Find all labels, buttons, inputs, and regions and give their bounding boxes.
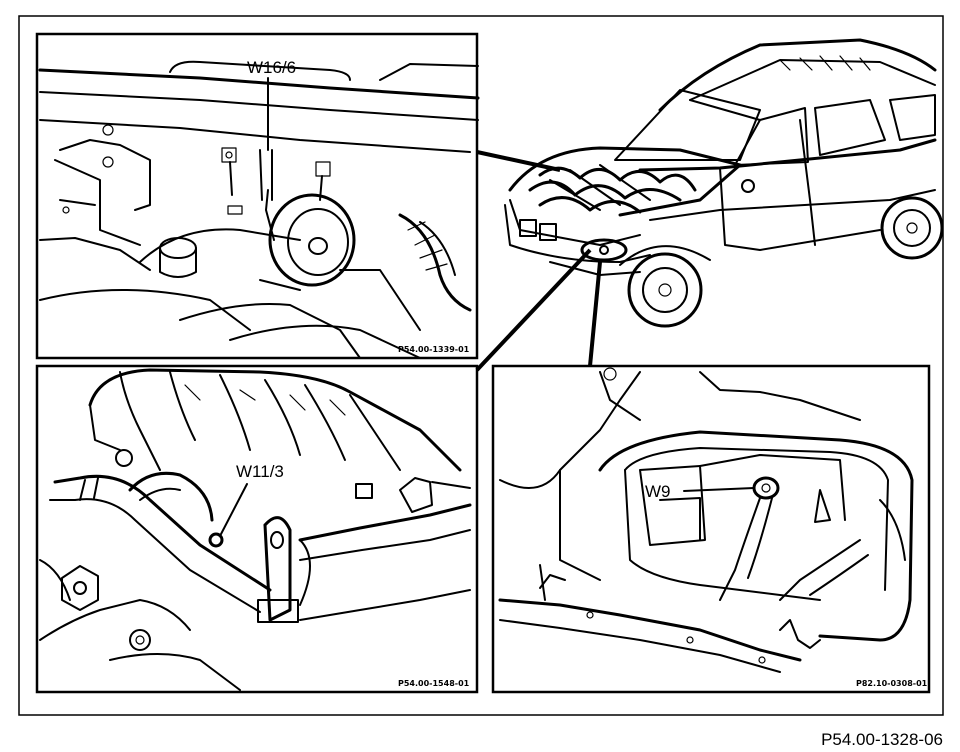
outer-frame [18,15,944,716]
connector-w11-3 [208,532,224,548]
leader-line-w9 [683,487,755,492]
label-w9: W9 [645,482,671,501]
panel-code-bottom-left: P54.00-1548-01 [398,679,470,688]
callout-line-top-left [476,150,561,172]
detail-panel-headlamp: W9 P82.10-0308-01 [491,364,931,694]
detail-panel-intake: W11/3 P54.00-1548-01 [35,364,479,694]
panel-frame-bottom-right [491,364,931,694]
callout-line-bottom-left [475,248,592,372]
reference-number: P54.00-1328-06 [821,730,943,749]
callout-line-bottom-right [588,261,602,367]
label-w11-3: W11/3 [236,462,284,481]
panel-code-bottom-right: P82.10-0308-01 [856,679,928,688]
panel-code-top-left: P54.00-1339-01 [398,345,470,354]
leader-line-w11-3 [219,483,248,537]
horn-body [268,193,356,287]
panel-frame-bottom-left [35,364,479,694]
vehicle-illustration [504,38,944,328]
label-w16-6: W16/6 [247,58,296,77]
detail-panel-horn: W16/6 P54.00-1339-01 [35,32,480,360]
